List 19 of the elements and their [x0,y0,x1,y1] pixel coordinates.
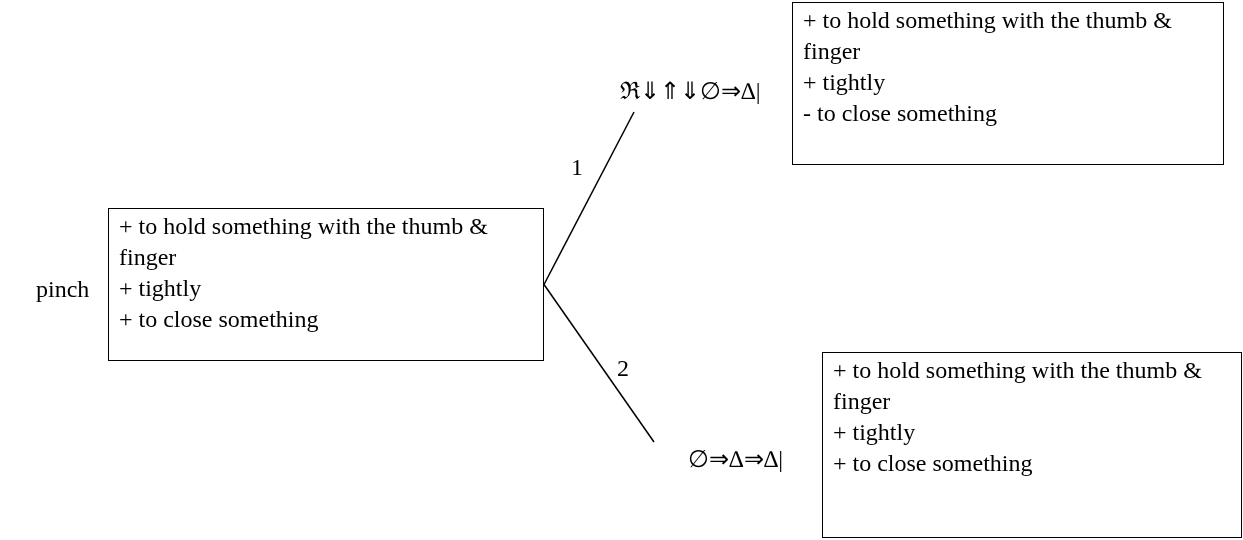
definition-line: + to hold something with the thumb & finger [803,6,1173,66]
definition-line: + to close something [833,449,1034,478]
definition-box [822,352,1242,538]
word-label: pinch [36,276,90,303]
definition-line: + to close something [119,305,320,334]
connector-line [543,283,655,443]
definition-line: + to hold something with the thumb & finger [833,356,1203,416]
edge-label: 1 [571,154,583,181]
symbol-text: ∅⇒∆⇒∆| [688,444,788,476]
definition-line: - to close something [803,99,998,128]
symbol-text: ℜ⇓⇑⇓∅⇒∆| [620,76,790,108]
connector-line [543,111,635,286]
definition-box [792,2,1224,165]
definition-line: + tightly [833,418,917,447]
edge-label: 2 [617,355,629,382]
definition-box [108,208,544,361]
definition-line: + tightly [119,274,203,303]
definition-line: + tightly [803,68,887,97]
definition-line: + to hold something with the thumb & finger [119,212,489,272]
